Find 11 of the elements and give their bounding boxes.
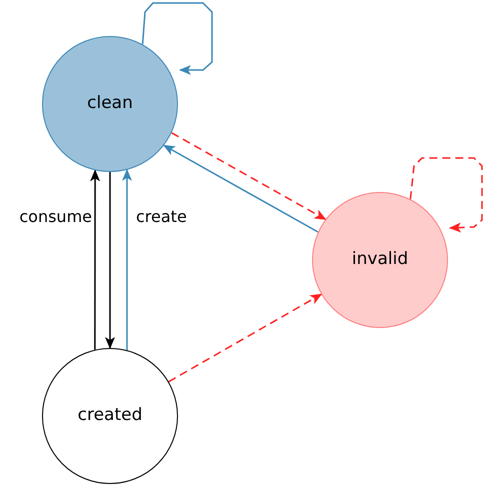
state-label: clean xyxy=(87,92,133,116)
self-loop-arrow xyxy=(410,157,483,233)
self-loop-arrow xyxy=(142,2,213,75)
arrow xyxy=(163,144,318,233)
arrow xyxy=(171,132,326,220)
arrow xyxy=(122,168,132,350)
arrow xyxy=(90,169,100,350)
arrow xyxy=(168,294,322,382)
arrow xyxy=(105,172,115,349)
state-label: invalid xyxy=(352,248,408,272)
state-label: created xyxy=(78,404,142,428)
